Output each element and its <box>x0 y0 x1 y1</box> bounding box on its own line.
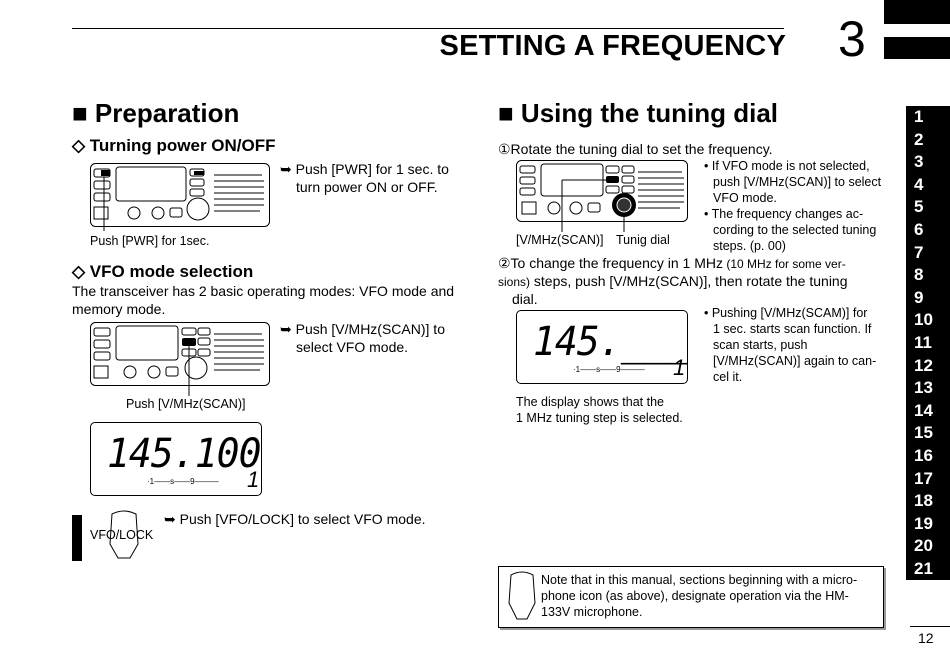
radio-illustration-pwr <box>90 163 270 231</box>
step2-line2: sions) steps, push [V/MHz(SCAN)], then r… <box>498 272 848 291</box>
lcd-display-left: 145.100 ·1——s——9——— 1 <box>90 422 262 496</box>
chapter-index-item[interactable]: 14 <box>914 400 933 420</box>
note-line2: phone icon (as above), designate operati… <box>541 589 849 603</box>
bullet-line: • The frequency changes ac- <box>704 207 864 221</box>
step2-line3: dial. <box>512 291 538 307</box>
chapter-index-item[interactable]: 20 <box>914 536 933 556</box>
s-meter: ·1——s——9——— <box>147 477 219 486</box>
display-caption-line1: The display shows that the <box>516 395 664 409</box>
bullet-line: • If VFO mode is not selected, <box>704 159 870 173</box>
chapter-index-item[interactable]: 17 <box>914 468 933 488</box>
chapter-index-item[interactable]: 6 <box>914 219 924 239</box>
page-number: 12 <box>918 630 934 646</box>
chapter-index-item[interactable]: 8 <box>914 265 924 285</box>
chapter-index-sidebar: 1 2 3 4 5 6 7 8 9 10 11 12 13 14 15 16 1… <box>906 106 950 580</box>
vmhz-caption-right: [V/MHz(SCAN)] <box>516 233 604 247</box>
pwr-instruction-line1: ➥ Push [PWR] for 1 sec. to <box>280 161 449 177</box>
chapter-index-item[interactable]: 16 <box>914 445 933 465</box>
chapter-index-item[interactable]: 4 <box>914 174 924 194</box>
chapter-index-item[interactable]: 1 <box>914 107 924 126</box>
chapter-index-item[interactable]: 3 <box>914 152 924 172</box>
bullet-line: steps. (p. 00) <box>713 239 786 253</box>
power-subheading: ◇ Turning power ON/OFF <box>72 136 276 155</box>
bullet-line: • Pushing [V/MHz(SCAM)] for <box>704 306 868 320</box>
bullet-line: cording to the selected tuning <box>713 223 877 237</box>
preparation-heading: ■ Preparation <box>72 98 240 128</box>
lcd-display-right: 145.___ ·1——s——9——— 1 <box>516 310 688 384</box>
chapter-index-item[interactable]: 13 <box>914 378 933 398</box>
chapter-index-item[interactable]: 10 <box>914 310 933 330</box>
bullet-line: cel it. <box>713 370 743 384</box>
note-box: Note that in this manual, sections begin… <box>498 566 884 628</box>
step2-text-main2: steps, push [V/MHz(SCAN)], then rotate t… <box>530 273 848 289</box>
mic-section-marker <box>72 515 82 561</box>
bullet-line: [V/MHz(SCAN)] again to can- <box>713 354 877 368</box>
s-meter: ·1——s——9——— <box>573 365 645 374</box>
step2-text-main: ②To change the frequency in 1 MHz <box>498 255 724 271</box>
bullet-line: 1 sec. starts scan function. If <box>713 322 872 336</box>
vfo-subheading: ◇ VFO mode selection <box>72 262 254 281</box>
tuning-dial-caption: Tunig dial <box>616 233 670 247</box>
chapter-index-item[interactable]: 11 <box>914 332 932 352</box>
lcd-channel: 1 <box>673 355 686 380</box>
lcd-channel: 1 <box>247 467 260 492</box>
bullet-line: VFO mode. <box>713 191 777 205</box>
note-line1: Note that in this manual, sections begin… <box>541 573 858 587</box>
step2-line1: ②To change the frequency in 1 MHz (10 MH… <box>498 254 846 273</box>
step1-bullets: • If VFO mode is not selected, push [V/M… <box>704 158 884 254</box>
chapter-index-item[interactable]: 5 <box>914 197 924 217</box>
step1-text: ①Rotate the tuning dial to set the frequ… <box>498 141 773 157</box>
chapter-index-item[interactable]: 15 <box>914 423 933 443</box>
step2-bullets: • Pushing [V/MHz(SCAM)] for 1 sec. start… <box>704 305 884 385</box>
radio-illustration-dial <box>516 160 688 232</box>
step2-text-small: (10 MHz for some ver- <box>723 257 846 271</box>
vfo-lock-instruction: ➥ Push [VFO/LOCK] to select VFO mode. <box>164 511 426 527</box>
bullet-line: push [V/MHz(SCAN)] to select <box>713 175 882 189</box>
page-title: SETTING A FREQUENCY <box>439 30 786 62</box>
footer-rule <box>910 626 950 627</box>
chapter-index-item[interactable]: 18 <box>914 491 933 511</box>
vmhz-caption: Push [V/MHz(SCAN)] <box>126 397 246 411</box>
vfo-lock-label: VFO/LOCK <box>90 528 154 542</box>
microphone-icon <box>508 571 536 620</box>
vfo-desc-line2: memory mode. <box>72 301 166 317</box>
chapter-tab-bar-bottom <box>884 37 950 59</box>
chapter-index-item[interactable]: 2 <box>914 129 924 149</box>
chapter-index-item[interactable]: 9 <box>914 287 924 307</box>
chapter-index-item[interactable]: 19 <box>914 513 933 533</box>
chapter-tab-bar-top <box>884 0 950 24</box>
vfo-instruction-line1: ➥ Push [V/MHz(SCAN)] to <box>280 321 445 337</box>
chapter-index-item[interactable]: 21 <box>914 558 933 578</box>
note-line3: 133V microphone. <box>541 605 643 619</box>
lcd-frequency: 145.___ <box>533 319 687 365</box>
pwr-instruction-line2: turn power ON or OFF. <box>296 179 438 195</box>
tuning-dial-heading: ■ Using the tuning dial <box>498 98 779 128</box>
header-rule <box>72 28 784 29</box>
chapter-index-item[interactable]: 7 <box>914 242 924 262</box>
bullet-line: scan starts, push <box>713 338 808 352</box>
lcd-frequency: 145.100 <box>107 431 261 477</box>
pwr-caption: Push [PWR] for 1sec. <box>90 234 210 248</box>
microphone-icon <box>109 510 139 559</box>
chapter-index-item[interactable]: 12 <box>914 355 933 375</box>
display-caption-line2: 1 MHz tuning step is selected. <box>516 411 683 425</box>
vfo-instruction-line2: select VFO mode. <box>296 339 409 355</box>
chapter-number: 3 <box>838 11 866 67</box>
step2-text-small2: sions) <box>498 275 531 289</box>
vfo-desc-line1: The transceiver has 2 basic operating mo… <box>72 283 455 299</box>
radio-illustration-vmhz <box>90 322 270 396</box>
